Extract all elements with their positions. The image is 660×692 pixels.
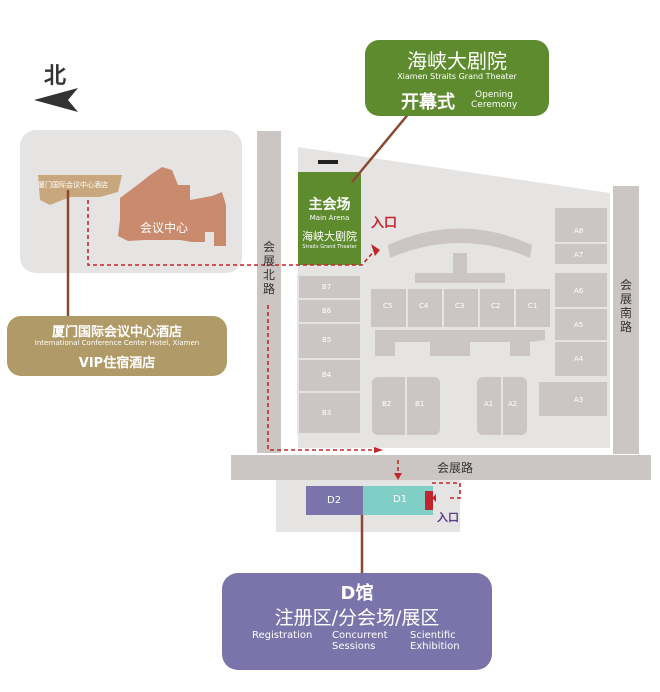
hall-d2[interactable]	[306, 486, 363, 515]
hall-d2-label: D2	[327, 495, 342, 506]
hotel-name-en: International Conference Center Hotel, X…	[34, 339, 200, 347]
road-south-label: 会展南路	[619, 278, 632, 334]
d-hall-label-registration: Registration	[252, 630, 313, 641]
north-arrow-icon	[34, 88, 78, 112]
hall-a2-label: A2	[508, 400, 518, 408]
main-arena[interactable]	[298, 172, 361, 265]
arc-roof	[388, 228, 532, 258]
theater-event-cn: 开幕式	[401, 92, 455, 113]
north-label: 北	[44, 64, 67, 89]
hall-c5-label: C5	[383, 302, 393, 310]
hall-c4-label: C4	[419, 302, 429, 310]
hotel-banner-label: 厦门国际会议中心酒店	[38, 181, 108, 189]
hotel-note: VIP住宿酒店	[78, 356, 156, 371]
theater-callout[interactable]: 海峡大剧院 Xiamen Straits Grand Theater 开幕式 O…	[365, 40, 549, 116]
hall-c3-label: C3	[455, 302, 465, 310]
d-hall-line: 注册区/分会场/展区	[274, 607, 440, 629]
hall-a1-label: A1	[484, 400, 494, 408]
d-hall-title: D馆	[340, 583, 374, 604]
hall-a6-label: A6	[574, 287, 584, 295]
hall-b7-label: B7	[322, 283, 332, 291]
hall-b5-label: B5	[322, 336, 332, 344]
hall-b3-label: B3	[322, 409, 332, 417]
hotel-callout[interactable]: 厦门国际会议中心酒店 International Conference Cent…	[7, 316, 227, 376]
road-north-label: 会展北路	[262, 240, 275, 296]
theater-name-cn: 海峡大剧院	[407, 49, 507, 73]
registration-marker	[425, 491, 433, 510]
road-main-label: 会展路	[437, 461, 474, 475]
hall-a7-label: A7	[574, 251, 584, 259]
hall-c2-label: C2	[491, 302, 501, 310]
hall-a5-label: A5	[574, 321, 584, 329]
entrance-label-d: 入口	[437, 511, 459, 524]
hall-b6-label: B6	[322, 307, 332, 315]
hall-d1[interactable]	[363, 486, 433, 515]
main-arena-label: 主会场 Main Arena 海峡大剧院 Straits Grand Theat…	[298, 194, 361, 250]
hall-b1-label: B1	[415, 400, 425, 408]
d-hall-label-sessions: Concurrent Sessions	[332, 630, 388, 652]
entrance-label-main: 入口	[371, 216, 398, 231]
hotel-building-shape	[38, 175, 122, 205]
hall-c1-label: C1	[528, 302, 538, 310]
conference-center-building	[118, 167, 226, 246]
main-arena-name-en: Main Arena	[309, 214, 350, 222]
road-main	[231, 455, 651, 480]
hall-b4-label: B4	[322, 371, 332, 379]
hall-a4-label: A4	[574, 355, 584, 363]
hall-b2-label: B2	[382, 400, 392, 408]
d-hall-callout[interactable]: D馆 注册区/分会场/展区 Registration Concurrent Se…	[222, 573, 492, 670]
hall-a8-label: A8	[574, 227, 584, 235]
main-arena-name-cn: 主会场	[308, 197, 351, 213]
theater-name-en: Xiamen Straits Grand Theater	[397, 72, 517, 81]
main-arena-sub-en: Straits Grand Theater	[302, 244, 357, 250]
road-south	[613, 186, 639, 454]
stage-mark	[318, 160, 338, 164]
conference-center-label: 会议中心	[140, 221, 189, 235]
hall-d1-label: D1	[393, 494, 408, 505]
main-arena-sub-cn: 海峡大剧院	[302, 230, 357, 243]
hotel-name-cn: 厦门国际会议中心酒店	[51, 325, 182, 340]
theater-event-en: Opening Ceremony	[471, 90, 518, 110]
d-hall-label-exhibition: Scientific Exhibition	[410, 630, 460, 652]
road-north	[257, 131, 281, 453]
hall-a3-label: A3	[574, 396, 584, 404]
